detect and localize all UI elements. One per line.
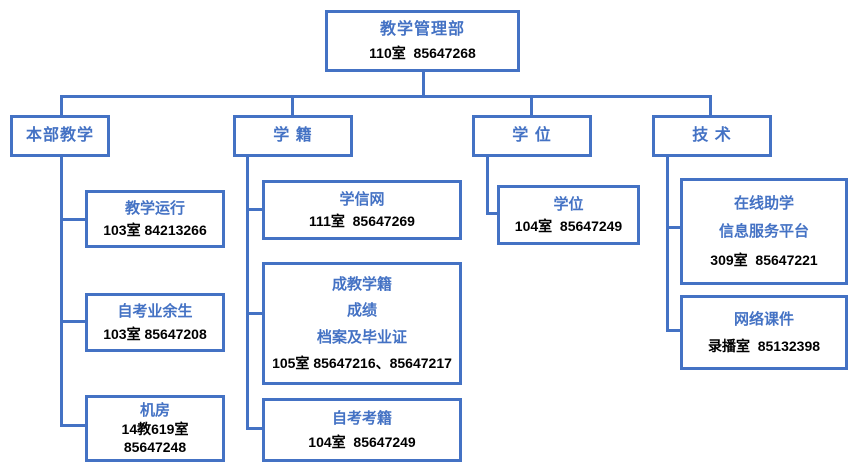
org-node-xuewei-child: 学位 104室 85647249 xyxy=(497,185,640,245)
branch-label: 本部教学 xyxy=(25,126,94,144)
org-node-zikao-kaoji: 自考考籍 104室 85647249 xyxy=(262,398,462,462)
org-node-xuexinwang: 学信网 111室 85647269 xyxy=(262,180,462,240)
node-title: 网络课件 xyxy=(733,310,794,328)
node-detail: 录播室 85132398 xyxy=(707,338,821,355)
connector-trunk-horizontal xyxy=(60,95,712,98)
stub-xuewei-1 xyxy=(486,212,500,215)
node-detail: 103室 84213266 xyxy=(103,222,207,238)
node-detail: 103室 85647208 xyxy=(103,325,207,342)
spine-benbu xyxy=(60,155,63,427)
node-title: 成教学籍 xyxy=(331,276,392,294)
node-detail: 309室 85647221 xyxy=(710,252,818,269)
stub-jishu-1 xyxy=(666,226,683,229)
node-title: 自考业余生 xyxy=(117,303,193,321)
connector-drop-benbu xyxy=(60,95,63,117)
org-node-zaixian-zhuxue: 在线助学 信息服务平台 309室 85647221 xyxy=(680,178,848,285)
branch-label: 技 术 xyxy=(692,126,732,144)
node-title: 教学运行 xyxy=(124,199,185,217)
org-node-jishu: 技 术 xyxy=(652,115,772,157)
connector-drop-jishu xyxy=(709,95,712,117)
stub-xueji-2 xyxy=(246,312,265,315)
branch-label: 学 位 xyxy=(512,126,552,144)
stub-benbu-3 xyxy=(60,424,88,427)
node-title: 自考考籍 xyxy=(331,409,392,427)
org-node-xuewei: 学 位 xyxy=(472,115,592,157)
org-node-benbu-jiaoxue: 本部教学 xyxy=(10,115,110,157)
org-node-root: 教学管理部 110室 85647268 xyxy=(325,10,520,72)
stub-xueji-1 xyxy=(246,208,265,211)
connector-drop-xuewei xyxy=(530,95,533,117)
connector-drop-xueji xyxy=(291,95,294,117)
branch-label: 学 籍 xyxy=(273,126,313,144)
spine-jishu xyxy=(666,155,669,332)
root-detail: 110室 85647268 xyxy=(369,45,476,62)
node-detail: 105室 85647216、85647217 xyxy=(272,354,452,371)
stub-jishu-2 xyxy=(666,329,683,332)
org-node-jifang: 机房 14教619室 85647248 xyxy=(85,395,225,462)
org-node-jiaoxue-yunxing: 教学运行 103室 84213266 xyxy=(85,190,225,248)
node-detail: 104室 85647249 xyxy=(514,218,623,235)
stub-benbu-1 xyxy=(60,218,88,221)
node-detail: 14教619室 xyxy=(121,421,189,438)
node-title: 在线助学 xyxy=(733,194,794,212)
node-detail: 85647248 xyxy=(123,439,187,456)
org-node-xueji: 学 籍 xyxy=(233,115,353,157)
node-detail: 104室 85647249 xyxy=(308,434,416,450)
org-node-wangluo-kejian: 网络课件 录播室 85132398 xyxy=(680,295,848,370)
node-title: 机房 xyxy=(139,401,170,419)
stub-benbu-2 xyxy=(60,320,88,323)
node-title: 成绩 xyxy=(346,302,377,320)
node-detail: 111室 85647269 xyxy=(309,213,415,230)
org-node-zikao-yeyusheng: 自考业余生 103室 85647208 xyxy=(85,293,225,352)
connector-root-vertical xyxy=(422,70,425,98)
spine-xuewei xyxy=(486,155,489,215)
node-title: 学信网 xyxy=(339,190,385,208)
root-title: 教学管理部 xyxy=(379,20,465,38)
stub-xueji-3 xyxy=(246,427,265,430)
org-node-chengjiao-xueji: 成教学籍 成绩 档案及毕业证 105室 85647216、85647217 xyxy=(262,262,462,385)
node-title: 档案及毕业证 xyxy=(316,328,407,346)
node-title: 学位 xyxy=(553,195,584,213)
node-title: 信息服务平台 xyxy=(718,223,809,241)
spine-xueji xyxy=(246,155,249,430)
